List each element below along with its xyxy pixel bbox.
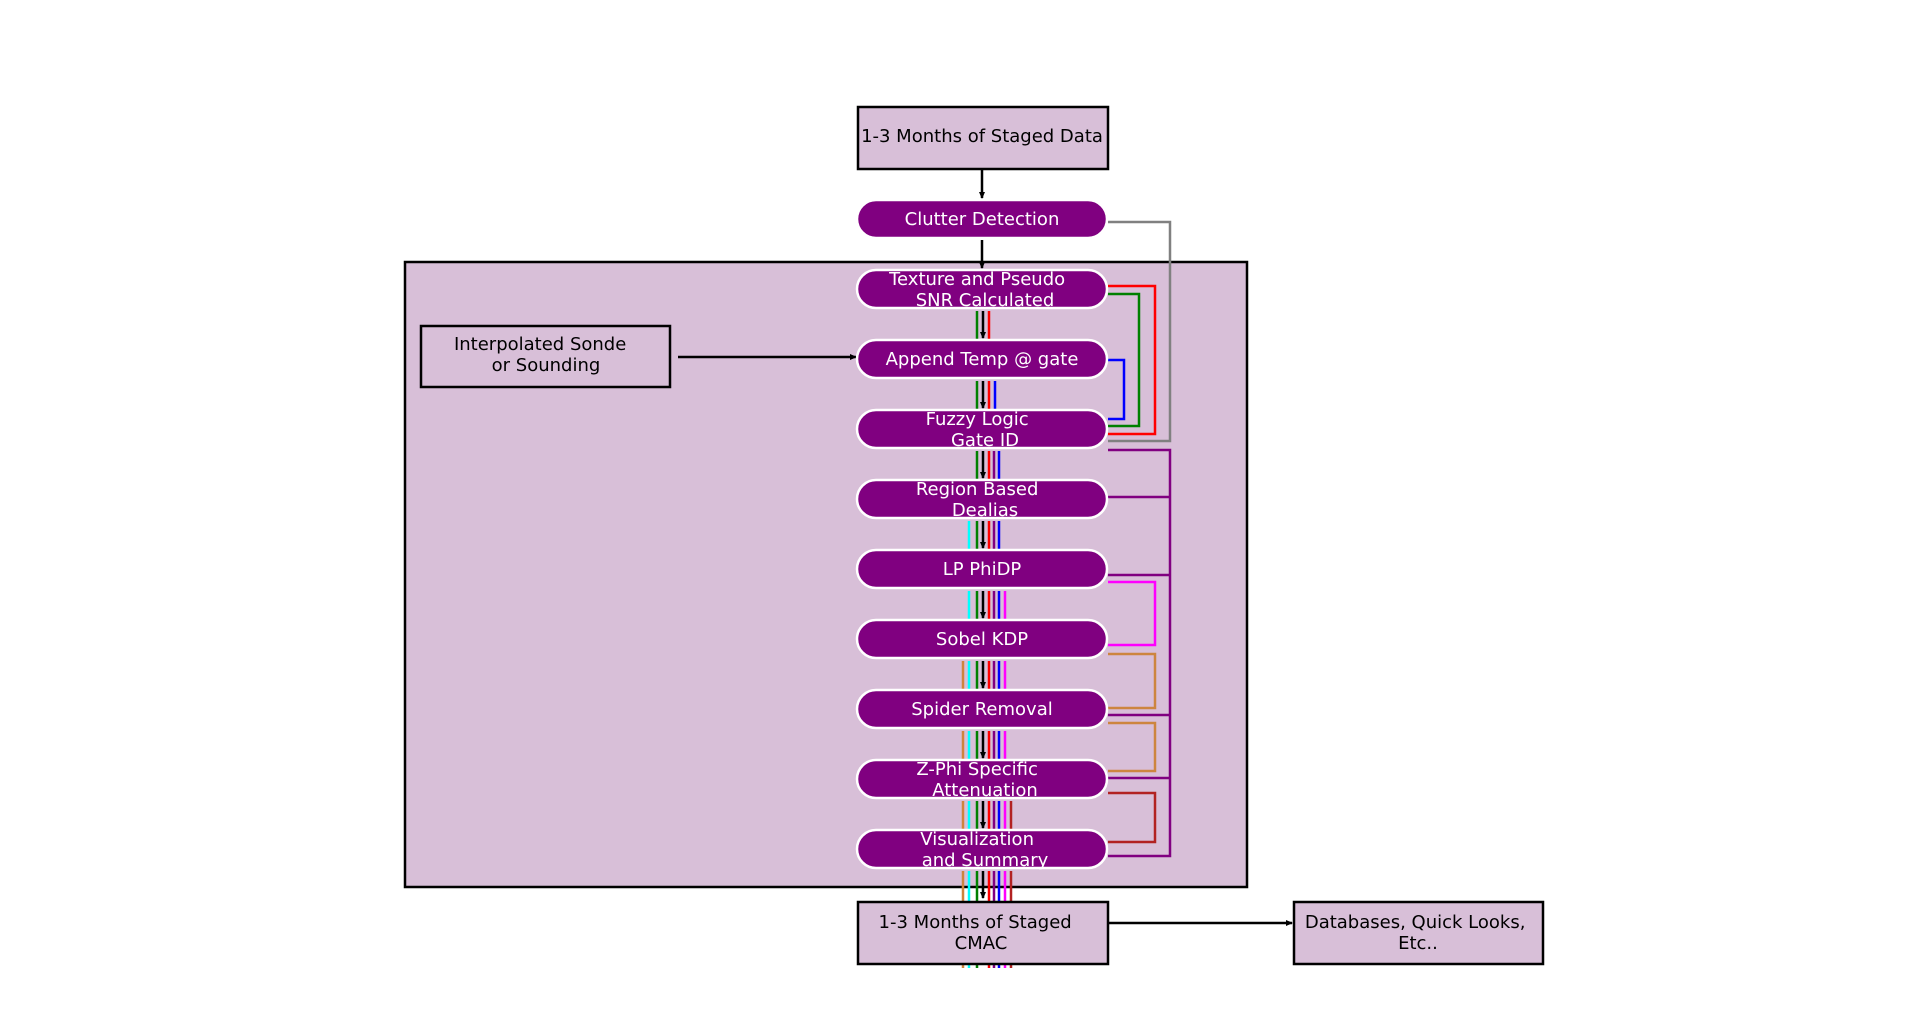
step-label: Clutter Detection xyxy=(905,209,1060,230)
spider-to-zphi-line xyxy=(1108,721,1157,773)
input-box-line-1: 1-3 Months of Staged Data xyxy=(861,126,1103,147)
svg-text:Visualization and Summar: Visualization and Summary xyxy=(920,829,1048,871)
svg-text:Clutter Detection: Clutter Detection xyxy=(905,209,1060,230)
output-box-line-1: 1-3 Months of Staged xyxy=(879,912,1072,933)
step-texture-snr: Texture and Pseudo SNR Calculated xyxy=(855,268,1109,311)
step-lp-phidp: LP PhiDP xyxy=(855,548,1109,590)
step-sobel-kdp: Sobel KDP xyxy=(855,618,1109,660)
step-clutter-detection: Clutter Detection xyxy=(855,198,1109,240)
temp-to-gateid-line xyxy=(1108,358,1126,421)
step-label-line-1: Z-Phi Specific xyxy=(916,759,1038,780)
step-label-line-2: Attenuation xyxy=(932,780,1038,801)
step-region-based-dealias: Region Based Dealias xyxy=(855,478,1109,521)
sonde-box-line-1: Interpolated Sonde xyxy=(454,334,626,355)
main-flow-arrows xyxy=(678,170,1293,926)
output-staged-cmac-box: 1-3 Months of Staged CMAC xyxy=(856,900,1110,966)
gateid-trunk-line xyxy=(1108,448,1172,858)
phidp-to-kdp-line xyxy=(1108,580,1157,647)
step-label-line-1: Visualization xyxy=(920,829,1034,850)
svg-text:Spider Removal: Spider Removal xyxy=(911,699,1052,720)
step-label-line-2: Dealias xyxy=(952,500,1018,521)
svg-text:Append Temp @ gate: Append Temp @ gate xyxy=(886,349,1079,370)
step-label: LP PhiDP xyxy=(943,559,1022,580)
step-label: Append Temp @ gate xyxy=(886,349,1079,370)
svg-text:Databases, Quick Looks,: Databases, Quick Looks, Etc.. xyxy=(1305,912,1531,954)
svg-text:Z-Phi Specific Attenuati: Z-Phi Specific Attenuation xyxy=(916,759,1043,801)
step-visualization-summary: Visualization and Summary xyxy=(855,828,1109,871)
svg-text:Texture and Pseudo SNR C: Texture and Pseudo SNR Calculated xyxy=(888,269,1071,311)
svg-text:Sobel KDP: Sobel KDP xyxy=(936,629,1028,650)
step-label-line-2: Gate ID xyxy=(951,430,1019,451)
step-fuzzy-logic-gate-id: Fuzzy Logic Gate ID xyxy=(855,408,1109,451)
texture-to-gateid-line-red xyxy=(1108,284,1157,436)
sonde-box-line-2: or Sounding xyxy=(492,355,601,376)
clutter-to-gateid-line xyxy=(1108,220,1172,443)
step-label: Spider Removal xyxy=(911,699,1052,720)
db-box-line-1: Databases, Quick Looks, xyxy=(1305,912,1526,933)
step-label: Sobel KDP xyxy=(936,629,1028,650)
svg-text:Region Based Dealias: Region Based Dealias xyxy=(916,479,1044,521)
step-label-line-1: Fuzzy Logic xyxy=(926,409,1029,430)
step-append-temp: Append Temp @ gate xyxy=(855,338,1109,380)
databases-quicklooks-box: Databases, Quick Looks, Etc.. xyxy=(1292,900,1545,966)
svg-text:Interpolated Sonde or So: Interpolated Sonde or Sounding xyxy=(454,334,632,376)
kdp-to-spider-line xyxy=(1108,652,1157,710)
step-label-line-2: and Summary xyxy=(922,850,1049,871)
step-z-phi-attenuation: Z-Phi Specific Attenuation xyxy=(855,758,1109,801)
step-label-line-2: SNR Calculated xyxy=(916,290,1055,311)
step-label-line-1: Texture and Pseudo xyxy=(888,269,1065,290)
db-box-line-2: Etc.. xyxy=(1398,933,1438,954)
svg-text:1-3 Months of Staged Data: 1-3 Months of Staged Data xyxy=(861,126,1103,147)
svg-text:1-3 Months of Staged CMA: 1-3 Months of Staged CMAC xyxy=(879,912,1078,954)
interpolated-sonde-box: Interpolated Sonde or Sounding xyxy=(419,324,672,389)
svg-text:LP PhiDP: LP PhiDP xyxy=(943,559,1022,580)
input-staged-data-box: 1-3 Months of Staged Data xyxy=(856,105,1110,171)
step-spider-removal: Spider Removal xyxy=(855,688,1109,730)
step-label-line-1: Region Based xyxy=(916,479,1039,500)
output-box-line-2: CMAC xyxy=(955,933,1008,954)
zphi-to-viz-line xyxy=(1108,791,1157,844)
texture-to-gateid-line-green xyxy=(1108,292,1141,428)
svg-text:Fuzzy Logic Gate ID: Fuzzy Logic Gate ID xyxy=(926,409,1035,451)
